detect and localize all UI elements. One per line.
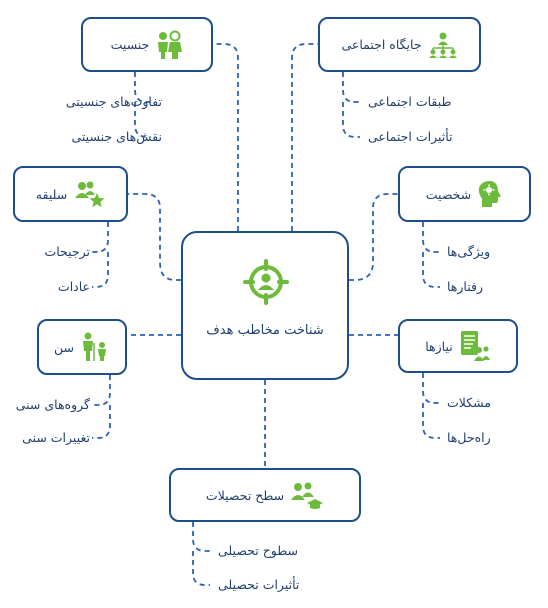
social-item-1: طبقات اجتماعی bbox=[368, 94, 452, 109]
branch-age: سن bbox=[37, 319, 127, 375]
branch-gender-label: جنسیت bbox=[110, 37, 150, 52]
age-family-icon bbox=[80, 332, 110, 362]
branch-social-label: جایگاه اجتماعی bbox=[341, 37, 422, 52]
central-node: شناخت مخاطب هدف bbox=[181, 231, 349, 380]
branch-taste-label: سلیقه bbox=[35, 186, 68, 202]
personality-item-1: ویژگی‌ها bbox=[447, 244, 491, 259]
branch-needs-label: نیازها bbox=[425, 338, 453, 354]
branch-education-label: سطح تحصیلات bbox=[205, 487, 285, 503]
needs-item-1: مشکلات bbox=[447, 395, 491, 410]
taste-item-2: عادات bbox=[57, 279, 90, 294]
age-item-1: گروه‌های سنی bbox=[15, 397, 90, 412]
branch-personality-label: شخصیت bbox=[425, 186, 472, 202]
education-item-2: تأثیرات تحصیلی bbox=[218, 577, 300, 592]
branch-gender: جنسیت bbox=[81, 17, 213, 72]
gender-item-2: نقش‌های جنسیتی bbox=[71, 129, 162, 144]
taste-item-1: ترجیحات bbox=[44, 244, 90, 259]
gender-item-1: تفاوت‌های جنسیتی bbox=[65, 94, 162, 109]
branch-education: سطح تحصیلات bbox=[169, 468, 361, 522]
graduation-group-icon bbox=[290, 481, 324, 509]
people-star-icon bbox=[73, 180, 105, 208]
branch-needs: نیازها bbox=[398, 319, 518, 373]
needs-item-2: راه‌حل‌ها bbox=[447, 430, 491, 445]
central-title: شناخت مخاطب هدف bbox=[206, 323, 324, 338]
branch-age-label: سن bbox=[54, 339, 74, 355]
target-person-icon bbox=[243, 259, 289, 310]
social-item-2: تأثیرات اجتماعی bbox=[368, 129, 453, 144]
branch-social-status: جایگاه اجتماعی bbox=[318, 17, 481, 72]
branch-taste: سلیقه bbox=[13, 166, 128, 222]
branch-personality: شخصیت bbox=[398, 166, 531, 222]
education-item-1: سطوح تحصیلی bbox=[218, 543, 298, 558]
age-item-2: تغییرات سنی bbox=[22, 430, 90, 445]
needs-document-icon bbox=[459, 330, 491, 362]
personality-item-2: رفتارها bbox=[447, 279, 484, 294]
social-hierarchy-icon bbox=[428, 32, 458, 58]
head-profile-icon bbox=[477, 180, 503, 208]
gender-pair-icon bbox=[155, 30, 183, 60]
